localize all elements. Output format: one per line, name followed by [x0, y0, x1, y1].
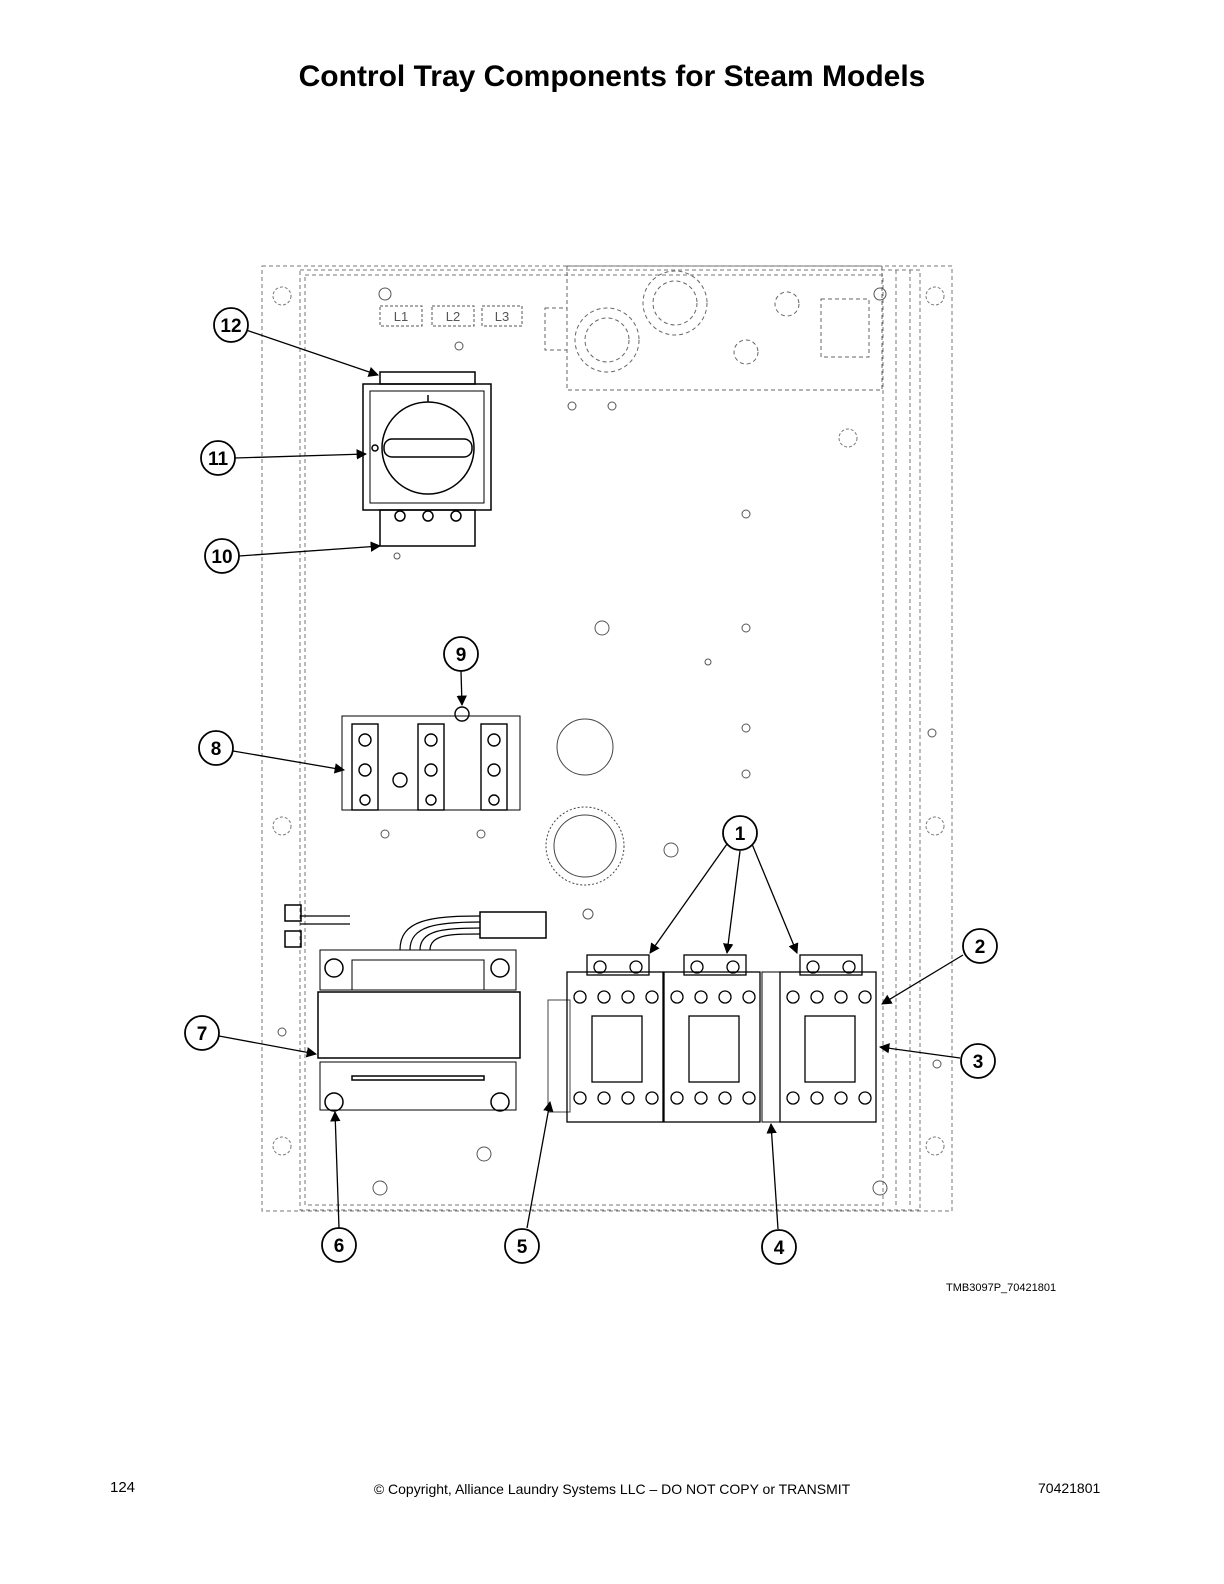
contactors — [566, 954, 877, 1123]
callout-1: 1 — [735, 824, 746, 845]
callout-circle — [960, 1043, 996, 1079]
terminal-label: L3 — [495, 309, 509, 324]
callout-7: 7 — [197, 1024, 208, 1045]
callout-11: 11 — [208, 449, 229, 470]
callout-circle — [204, 538, 240, 574]
callout-circle — [504, 1228, 540, 1264]
callout-9: 9 — [456, 645, 467, 666]
callout-12: 12 — [220, 316, 241, 337]
knockouts — [545, 718, 625, 886]
callout-circle — [761, 1229, 797, 1265]
transformer — [284, 904, 547, 1112]
terminal-block — [341, 706, 521, 811]
disconnect-switch — [362, 371, 492, 547]
callout-circle — [443, 636, 479, 672]
page-title: Control Tray Components for Steam Models — [298, 60, 926, 93]
mounting-holes — [277, 287, 942, 1196]
document-number: 70421801 — [1038, 1480, 1101, 1496]
callout-circle — [722, 815, 758, 851]
callout-4: 4 — [774, 1238, 785, 1259]
callout-circle — [962, 928, 998, 964]
callout-10: 10 — [211, 547, 232, 568]
leader-lines — [218, 329, 964, 1230]
callout-circle — [321, 1227, 357, 1263]
terminal-label: L1 — [394, 309, 408, 324]
callout-6: 6 — [334, 1236, 345, 1257]
terminal-label: L2 — [446, 309, 460, 324]
copyright-notice: © Copyright, Alliance Laundry Systems LL… — [373, 1481, 851, 1497]
callout-8: 8 — [211, 739, 222, 760]
fuse-block — [544, 265, 883, 391]
keyhole-slots — [272, 286, 945, 1156]
callout-circle — [200, 440, 236, 476]
callout-circle — [198, 730, 234, 766]
page-number: 124 — [110, 1479, 136, 1496]
tray-panel — [261, 265, 953, 1212]
callout-3: 3 — [973, 1052, 984, 1073]
callout-5: 5 — [517, 1237, 528, 1258]
terminal-tags — [379, 305, 523, 327]
callout-circle — [184, 1015, 220, 1051]
callout-circle — [213, 307, 249, 343]
figure-id: TMB3097P_70421801 — [946, 1282, 1057, 1294]
din-rail — [547, 999, 571, 1113]
callout-2: 2 — [975, 937, 986, 958]
callouts — [184, 307, 998, 1265]
